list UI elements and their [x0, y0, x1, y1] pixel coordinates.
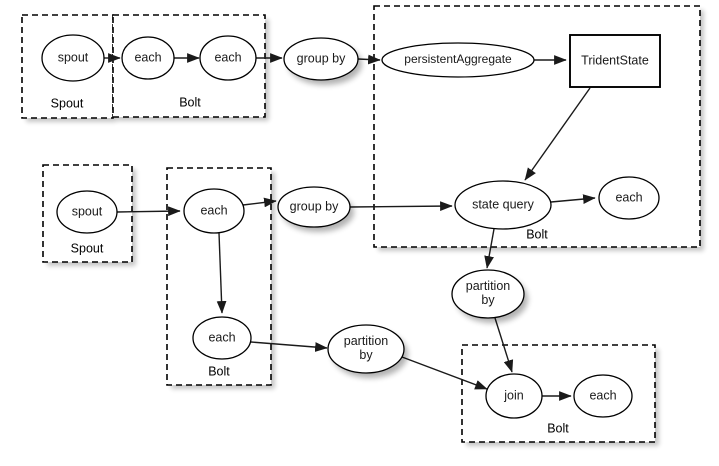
edge-spout-mid-to-each-mid-1	[116, 206, 181, 217]
node-each-top-1[interactable]	[121, 36, 175, 80]
node-label-spout-mid: spout	[72, 204, 103, 218]
edge-state-query-to-each-right	[550, 194, 596, 204]
node-label-group-by-top: group by	[297, 51, 346, 65]
node-each-right[interactable]	[598, 176, 660, 220]
group-label: Bolt	[179, 95, 201, 109]
node-label-spout-top: spout	[58, 50, 89, 64]
edge-group-by-mid-to-state-query	[349, 201, 453, 212]
node-layer: spout each each group by persistentAggregate…	[41, 34, 661, 419]
edge-state-query-to-partition-by-upper	[484, 228, 495, 269]
edge-each-mid-1-to-each-mid-2	[216, 232, 227, 314]
node-each-top-2[interactable]	[199, 35, 257, 81]
node-spout-top[interactable]	[41, 34, 105, 82]
node-trident-state[interactable]	[569, 34, 661, 88]
node-each-bot[interactable]	[573, 374, 633, 418]
edge-layer	[104, 53, 596, 401]
group-label: Spout	[71, 241, 104, 255]
node-label-each-right: each	[615, 190, 642, 204]
edge-group-by-top-to-persistent-aggregate	[357, 54, 381, 65]
node-partition-by-upper[interactable]	[451, 269, 525, 319]
group-label: Bolt	[208, 364, 230, 378]
node-spout-mid[interactable]	[56, 190, 118, 234]
node-label-each-top-2: each	[214, 50, 241, 64]
edge-trident-state-to-state-query	[524, 87, 591, 181]
group-label: Bolt	[547, 421, 569, 435]
node-partition-by-lower[interactable]	[327, 324, 405, 374]
edge-each-mid-2-to-partition-by-lower	[250, 341, 328, 352]
node-label-group-by-mid: group by	[290, 199, 339, 213]
node-state-query[interactable]	[454, 180, 552, 230]
edge-partition-by-lower-to-join	[401, 356, 488, 390]
node-each-mid-1[interactable]	[183, 188, 245, 234]
node-label-each-top-1: each	[134, 50, 161, 64]
node-label-trident-state: TridentState	[581, 53, 649, 67]
node-group-by-top[interactable]	[283, 37, 359, 81]
node-group-by-mid[interactable]	[277, 186, 351, 228]
node-label-each-bot: each	[589, 388, 616, 402]
node-label-each-mid-2: each	[208, 330, 235, 344]
node-label-each-mid-1: each	[200, 203, 227, 217]
edge-each-mid-1-to-group-by-mid	[242, 197, 277, 208]
node-join[interactable]	[485, 373, 543, 419]
group-label: Spout	[51, 96, 84, 110]
edge-partition-by-upper-to-join	[494, 317, 514, 373]
node-each-mid-2[interactable]	[192, 316, 252, 360]
node-label-state-query: state query	[472, 197, 535, 211]
node-persistent-aggregate[interactable]	[381, 42, 535, 78]
node-label-persistent-aggregate: persistentAggregate	[404, 52, 512, 66]
group-label: Bolt	[526, 227, 548, 241]
node-label-join: join	[503, 388, 524, 402]
